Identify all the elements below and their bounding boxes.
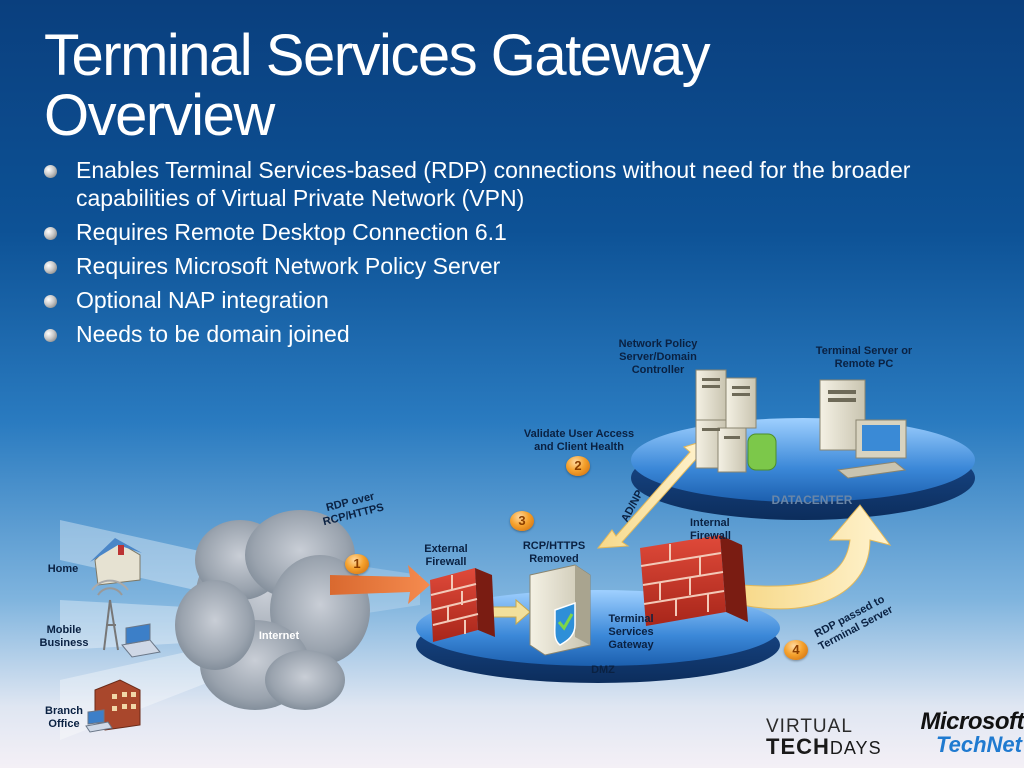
bullet-icon: [44, 295, 57, 308]
home-icon: [90, 538, 142, 586]
nps-label: Network Policy Server/Domain Controller: [618, 338, 698, 376]
step-badge-2: 2: [566, 456, 590, 476]
bullet-icon: [44, 165, 57, 178]
bullet-item: Optional NAP integration: [44, 286, 944, 314]
mobile-business-icon: [91, 579, 161, 658]
bullet-list: Enables Terminal Services-based (RDP) co…: [44, 156, 944, 354]
step-badge-4: 4: [784, 640, 808, 660]
slide-title: Terminal Services Gateway Overview: [44, 26, 804, 146]
bullet-item: Enables Terminal Services-based (RDP) co…: [44, 156, 944, 212]
ts-gateway-label: Terminal Services Gateway: [608, 613, 654, 651]
bullet-item: Requires Remote Desktop Connection 6.1: [44, 218, 944, 246]
bullet-item: Needs to be domain joined: [44, 320, 944, 348]
external-firewall-label: External Firewall: [424, 543, 468, 568]
home-label: Home: [47, 563, 79, 575]
rcp-removed-label: RCP/HTTPS Removed: [522, 540, 586, 565]
nps-servers: [695, 369, 777, 473]
bullet-icon: [44, 227, 57, 240]
inbound-arrow: [330, 565, 430, 604]
internal-firewall-wall: [640, 535, 748, 626]
validate-label: Validate User Access and Client Health: [523, 428, 635, 453]
mobile-business-label: Mobile Business: [39, 624, 89, 649]
step-badge-3: 3: [510, 511, 534, 531]
title-line-1: Terminal Services Gateway: [44, 23, 711, 88]
bullet-icon: [44, 261, 57, 274]
dmz-label: DMZ: [591, 664, 615, 676]
step-badge-1: 1: [345, 554, 369, 574]
bullet-icon: [44, 329, 57, 342]
ts-gateway-server: [529, 564, 591, 656]
external-firewall-wall: [430, 568, 495, 642]
datacenter-label: DATACENTER: [771, 493, 853, 507]
rdp-curve-arrow: [741, 504, 892, 610]
ts-server-label: Terminal Server or Remote PC: [815, 345, 913, 370]
internal-firewall-label: Internal Firewall: [690, 517, 731, 542]
terminal-server: [819, 379, 907, 479]
title-line-2: Overview: [44, 83, 275, 148]
bullet-item: Requires Microsoft Network Policy Server: [44, 252, 944, 280]
virtual-techdays-logo: VIRTUAL TECHDAYS: [766, 716, 882, 759]
microsoft-technet-logo: Microsoft TechNet: [920, 708, 1024, 757]
internet-cloud: [175, 510, 370, 710]
branch-office-icon: [85, 679, 141, 733]
internet-label: Internet: [258, 630, 300, 642]
branch-office-label: Branch Office: [45, 705, 83, 730]
